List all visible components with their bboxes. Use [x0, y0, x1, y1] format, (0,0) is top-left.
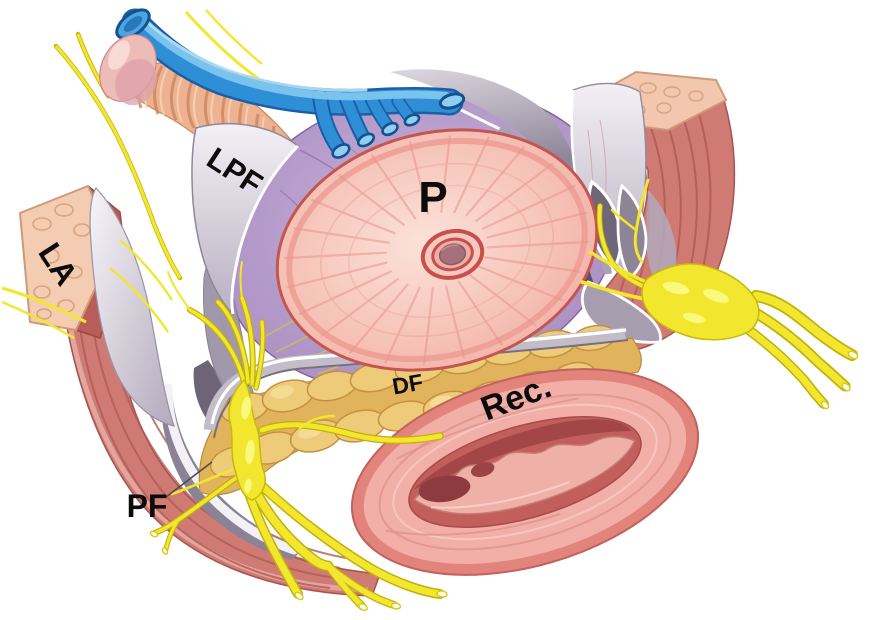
label-df: DF — [390, 369, 425, 400]
nerves-upper-left — [1, 9, 303, 340]
rectal-mucosa-folds — [413, 435, 636, 515]
nerve-cut-tips-right — [820, 350, 859, 410]
plexus-highlights-right — [661, 280, 730, 325]
neurovascular-bundle-left — [149, 261, 448, 611]
prostatic-urethra-opening — [420, 228, 485, 280]
fascia-leaf-left — [89, 186, 175, 427]
rectum — [350, 368, 700, 576]
pf-leader-line — [165, 461, 213, 498]
neurovascular-bundle-right — [580, 178, 859, 410]
nerve-plexus-left — [228, 378, 266, 501]
nerve-bright-strands — [153, 261, 444, 609]
prostate — [275, 128, 599, 372]
nerve-bright-strands-right — [580, 178, 857, 408]
dorsal-vein-complex — [115, 8, 466, 159]
vein-open-ends — [115, 8, 466, 159]
label-p: P — [418, 173, 447, 222]
prostate-striations — [284, 135, 590, 365]
label-pf: PF — [127, 488, 168, 524]
cut-face-texture — [32, 203, 91, 320]
nerve-cut-tips-left — [149, 530, 448, 611]
plexus-highlights-left — [240, 395, 256, 495]
urethra-tip — [99, 34, 157, 106]
